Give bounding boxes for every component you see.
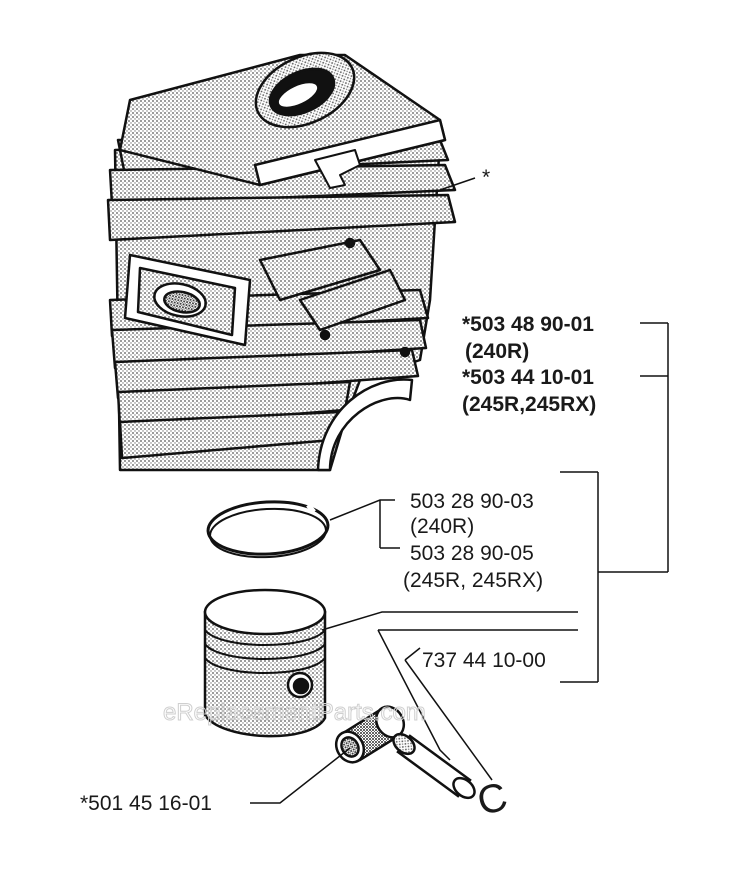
ring-part-number-240r: 503 28 90-03 <box>410 490 534 513</box>
ring-model-240r: (240R) <box>410 515 474 538</box>
ring-model-245r: (245R, 245RX) <box>403 569 543 592</box>
cylinder-leader-line <box>439 177 476 191</box>
circlip-illustration: C <box>473 774 512 824</box>
piston-pin-illustration <box>392 732 476 800</box>
cylinder-part-number-245r: *503 44 10-01 <box>462 366 594 389</box>
cylinder-model-240r: (240R) <box>465 340 529 363</box>
ring-part-number-245r: 503 28 90-05 <box>410 542 534 565</box>
watermark-text: eReplacementParts.com <box>163 699 426 726</box>
cylinder-model-245r: (245R,245RX) <box>462 393 596 416</box>
needle-bearing-part-number: *501 45 16-01 <box>80 792 212 815</box>
leader-lines <box>250 322 669 804</box>
needle-bearing-illustration <box>334 705 406 764</box>
cylinder-illustration <box>106 51 457 472</box>
cylinder-asterisk-label: * <box>482 166 490 189</box>
piston-illustration <box>203 588 327 738</box>
piston-ring-illustration <box>206 500 330 559</box>
cylinder-part-number-240r: *503 48 90-01 <box>462 313 594 336</box>
circlip-part-number: 737 44 10-00 <box>422 649 546 672</box>
